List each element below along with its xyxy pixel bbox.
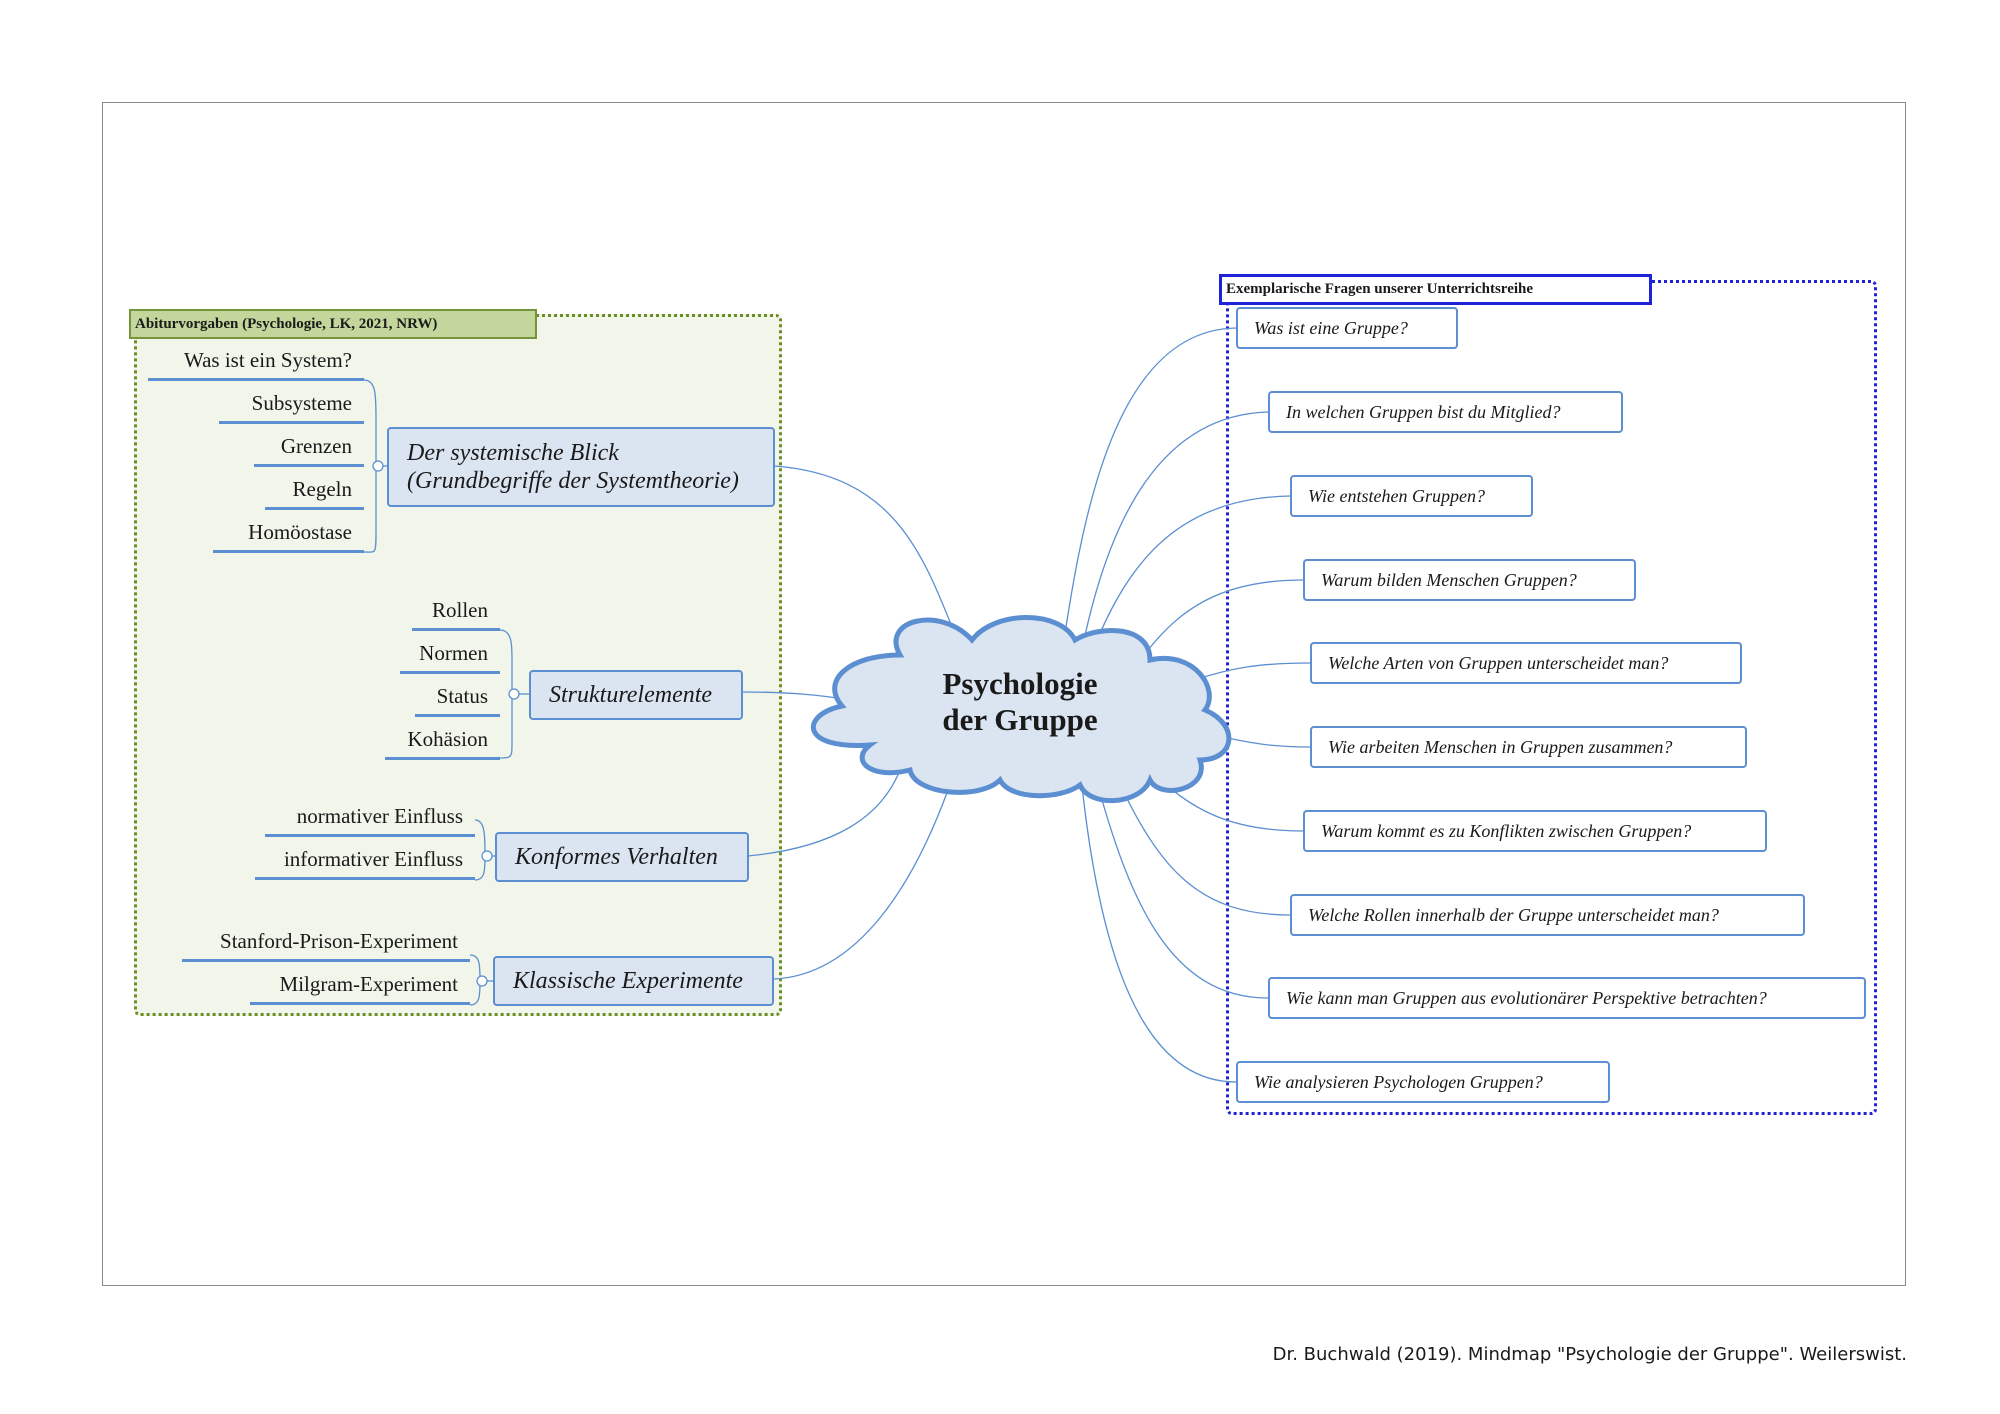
topic-systemischer-blick[interactable]: Der systemische Blick (Grundbegriffe der…: [387, 427, 775, 507]
central-topic-line2: der Gruppe: [942, 702, 1098, 737]
topic-strukturelemente[interactable]: Strukturelemente: [529, 670, 743, 720]
subtopic-rollen[interactable]: Rollen: [412, 598, 500, 631]
central-topic[interactable]: Psychologie der Gruppe: [870, 666, 1170, 738]
connector-q-10: [1081, 785, 1237, 1083]
question-9[interactable]: Wie kann man Gruppen aus evolutionärer P…: [1268, 977, 1866, 1019]
question-10[interactable]: Wie analysieren Psychologen Gruppen?: [1236, 1061, 1610, 1103]
question-3[interactable]: Wie entstehen Gruppen?: [1290, 475, 1533, 517]
subtopic-normen[interactable]: Normen: [400, 641, 500, 674]
connector-q-6: [1227, 737, 1311, 748]
topic-klassische-experimente[interactable]: Klassische Experimente: [493, 956, 774, 1006]
subtopic-subsysteme[interactable]: Subsysteme: [219, 391, 364, 424]
connector-topic-4: [773, 789, 949, 980]
collapse-node-2: [508, 688, 520, 700]
topic-label: Klassische Experimente: [513, 968, 743, 994]
collapse-node-1: [372, 460, 384, 472]
bracket-3: [474, 819, 486, 881]
subtopic-stanford-prison[interactable]: Stanford-Prison-Experiment: [182, 929, 470, 962]
connector-q-5: [1194, 662, 1311, 681]
topic-label-line2: (Grundbegriffe der Systemtheorie): [407, 468, 739, 494]
connector-q-9: [1097, 785, 1269, 999]
bracket-2: [499, 629, 513, 759]
question-1[interactable]: Was ist eine Gruppe?: [1236, 307, 1458, 349]
collapse-node-3: [481, 850, 493, 862]
page-frame: [102, 102, 1906, 1286]
fragen-label: Exemplarische Fragen unserer Unterrichts…: [1219, 274, 1652, 305]
connector-topic-1: [774, 465, 963, 653]
question-8[interactable]: Welche Rollen innerhalb der Gruppe unter…: [1290, 894, 1805, 936]
bracket-1: [363, 379, 377, 553]
subtopic-grenzen[interactable]: Grenzen: [254, 434, 364, 467]
question-7[interactable]: Warum kommt es zu Konflikten zwischen Gr…: [1303, 810, 1767, 852]
subtopic-was-ist-ein-system[interactable]: Was ist ein System?: [148, 348, 364, 381]
question-4[interactable]: Warum bilden Menschen Gruppen?: [1303, 559, 1636, 601]
topic-label: Strukturelemente: [549, 682, 713, 708]
citation: Dr. Buchwald (2019). Mindmap "Psychologi…: [1272, 1344, 1907, 1365]
subtopic-informativer-einfluss[interactable]: informativer Einfluss: [255, 847, 475, 880]
central-topic-line1: Psychologie: [942, 666, 1098, 701]
connector-q-1: [1063, 327, 1237, 641]
subtopic-regeln[interactable]: Regeln: [265, 477, 364, 510]
subtopic-milgram[interactable]: Milgram-Experiment: [250, 972, 470, 1005]
connector-q-8: [1117, 779, 1291, 916]
question-2[interactable]: In welchen Gruppen bist du Mitglied?: [1268, 391, 1623, 433]
subtopic-kohaesion[interactable]: Kohäsion: [385, 727, 500, 760]
subtopic-status[interactable]: Status: [415, 684, 500, 717]
subtopic-homoeostase[interactable]: Homöostase: [213, 520, 364, 553]
connector-q-4: [1147, 579, 1304, 651]
connector-q-2: [1083, 411, 1269, 641]
subtopic-normativer-einfluss[interactable]: normativer Einfluss: [265, 804, 475, 837]
topic-label: Konformes Verhalten: [515, 844, 718, 870]
topic-label-line1: Der systemische Blick: [407, 440, 619, 466]
question-5[interactable]: Welche Arten von Gruppen unterscheidet m…: [1310, 642, 1742, 684]
topic-konformes-verhalten[interactable]: Konformes Verhalten: [495, 832, 749, 882]
connector-topic-3: [747, 769, 901, 857]
question-6[interactable]: Wie arbeiten Menschen in Gruppen zusamme…: [1310, 726, 1747, 768]
central-cloud-shape: [810, 615, 1232, 804]
abiturvorgaben-label: Abiturvorgaben (Psychologie, LK, 2021, N…: [129, 309, 537, 339]
collapse-node-4: [476, 975, 488, 987]
connector-q-3: [1094, 495, 1291, 646]
